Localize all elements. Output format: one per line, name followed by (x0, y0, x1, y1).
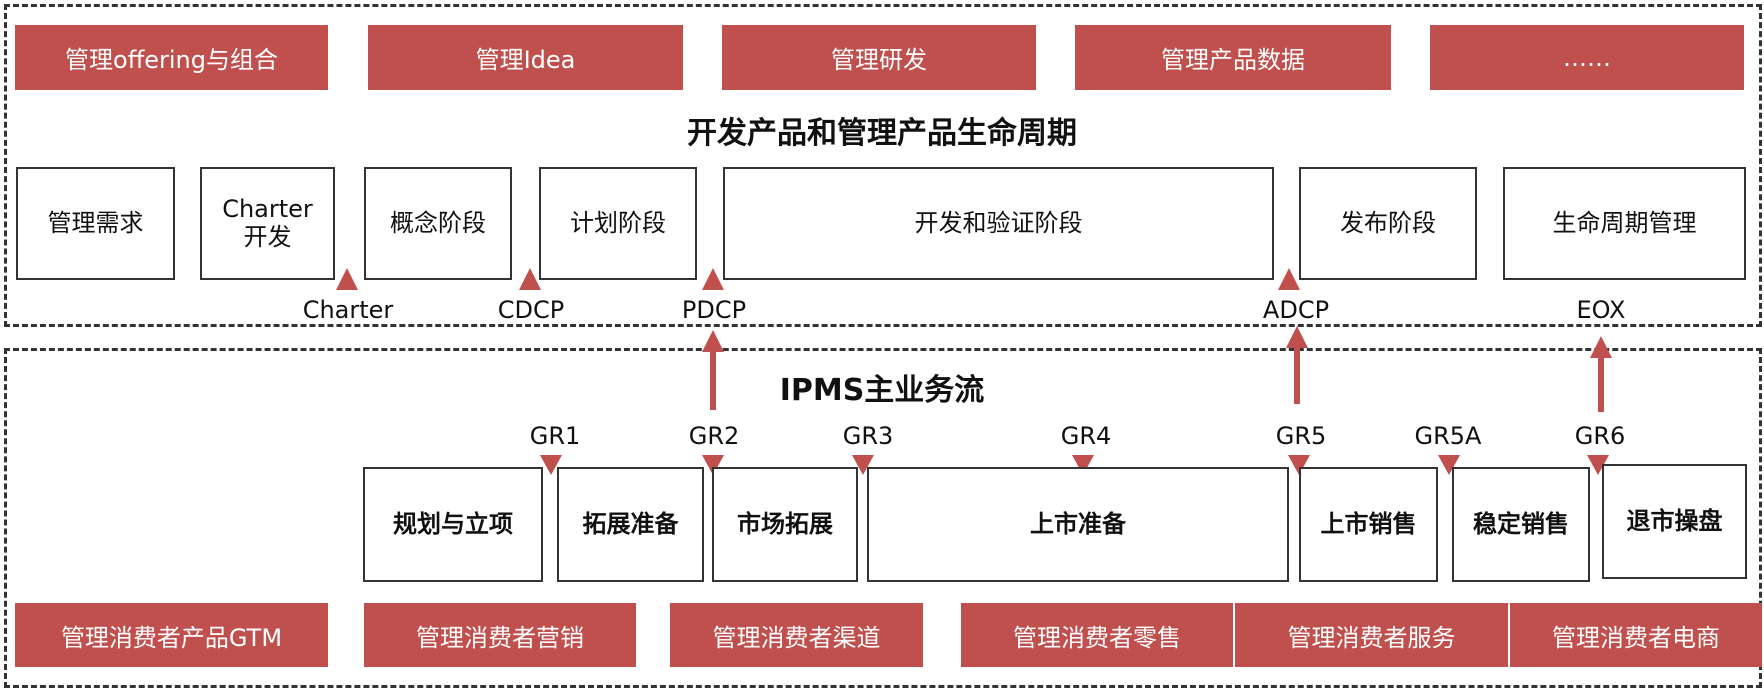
top-bar-rnd: 管理研发 (722, 25, 1036, 90)
top-bar-more: …… (1430, 25, 1744, 90)
stage-charter-dev: Charter 开发 (200, 167, 335, 280)
pdcp-arrow-head-icon (702, 330, 724, 352)
ipms-stage-stable-sales: 稳定销售 (1452, 467, 1590, 582)
eox-arrow-head-icon (1590, 336, 1612, 358)
stage-develop-verify: 开发和验证阶段 (723, 167, 1274, 280)
bottom-bar-gtm: 管理消费者产品GTM (15, 603, 328, 667)
ipms-stage-planning: 规划与立项 (363, 467, 543, 582)
ipms-title: IPMS主业务流 (779, 373, 985, 408)
bottom-bar-retail: 管理消费者零售 (961, 603, 1233, 667)
ipms-stage-launch-sales: 上市销售 (1299, 467, 1438, 582)
bottom-bar-ecommerce: 管理消费者电商 (1510, 603, 1762, 667)
ipms-stage-expansion-prep: 拓展准备 (557, 467, 704, 582)
top-bar-offering: 管理offering与组合 (15, 25, 328, 90)
decision-adcp: ADCP (1262, 296, 1330, 324)
decision-charter: Charter (302, 296, 394, 324)
bottom-bar-channels: 管理消费者渠道 (670, 603, 923, 667)
gate-gr4: GR4 (1060, 422, 1112, 450)
ipms-panel (4, 348, 1762, 688)
gr1-marker-icon (540, 455, 562, 475)
gate-gr5: GR5 (1275, 422, 1327, 450)
gate-gr1: GR1 (529, 422, 581, 450)
stage-charter-dev-label: Charter 开发 (222, 194, 313, 251)
cdcp-marker-icon (519, 268, 541, 290)
lifecycle-panel (4, 4, 1762, 327)
top-bar-idea: 管理Idea (368, 25, 683, 90)
decision-cdcp: CDCP (497, 296, 565, 324)
gate-gr6: GR6 (1574, 422, 1626, 450)
ipms-stage-market-expansion: 市场拓展 (712, 467, 858, 582)
stage-plan: 计划阶段 (539, 167, 697, 280)
stage-launch: 发布阶段 (1299, 167, 1477, 280)
stage-concept: 概念阶段 (364, 167, 512, 280)
stage-manage-requirements: 管理需求 (16, 167, 175, 280)
top-bar-product-data: 管理产品数据 (1075, 25, 1391, 90)
stage-lifecycle-mgmt: 生命周期管理 (1503, 167, 1746, 280)
gate-gr5a: GR5A (1414, 422, 1482, 450)
adcp-arrow-head-icon (1286, 326, 1308, 348)
pdcp-marker-icon (702, 268, 724, 290)
lifecycle-title: 开发产品和管理产品生命周期 (687, 116, 1077, 151)
decision-eox: EOX (1576, 296, 1626, 324)
charter-marker-icon (336, 268, 358, 290)
gate-gr2: GR2 (688, 422, 740, 450)
adcp-arrow-shaft (1294, 346, 1300, 404)
pdcp-arrow-shaft (710, 350, 716, 410)
bottom-bar-service: 管理消费者服务 (1235, 603, 1508, 667)
ipms-stage-launch-prep: 上市准备 (867, 467, 1289, 582)
bottom-bar-marketing: 管理消费者营销 (364, 603, 636, 667)
adcp-marker-icon (1278, 268, 1300, 290)
eox-arrow-shaft (1598, 356, 1604, 412)
ipms-stage-retirement: 退市操盘 (1602, 464, 1747, 579)
decision-pdcp: PDCP (681, 296, 747, 324)
gate-gr3: GR3 (842, 422, 894, 450)
